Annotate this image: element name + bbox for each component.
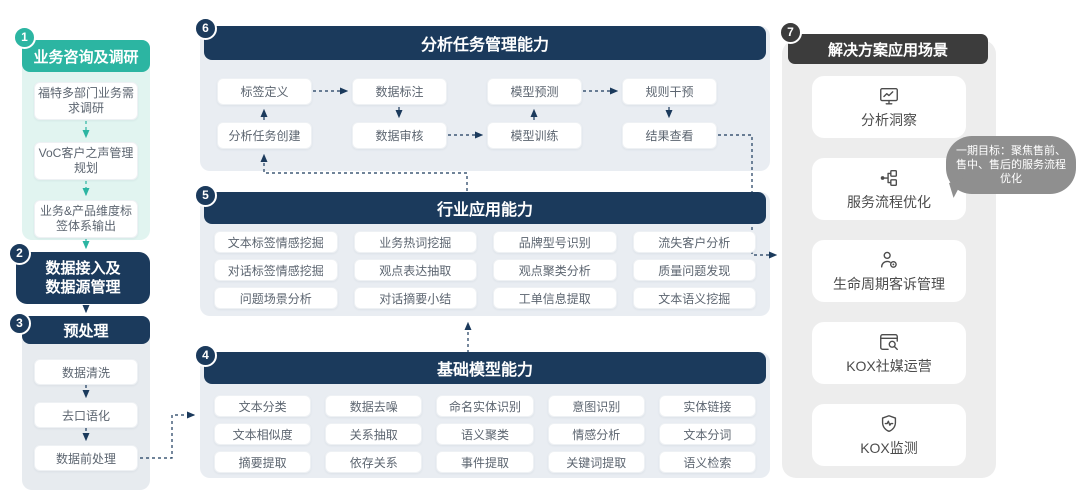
- section-industry-capabilities-header: 行业应用能力: [204, 192, 766, 224]
- section-preprocessing-header: 预处理: [22, 316, 150, 344]
- scenario-label: KOX社媒运营: [846, 357, 932, 374]
- section-data-access-header: 数据接入及 数据源管理: [16, 252, 150, 304]
- capability-box: 观点聚类分析: [493, 259, 617, 281]
- step-box: 业务&产品维度标签体系输出: [34, 200, 138, 238]
- step-box: 数据清洗: [34, 359, 138, 385]
- model-box: 事件提取: [436, 451, 534, 473]
- step-badge-4: 4: [194, 344, 217, 367]
- scenario-card: KOX社媒运营: [812, 322, 966, 384]
- task-box: 模型预测: [487, 78, 582, 105]
- person-gear-icon: [878, 249, 900, 271]
- step-box: VoC客户之声管理规划: [34, 142, 138, 180]
- model-box: 文本相似度: [214, 423, 312, 445]
- scenario-card: KOX监测: [812, 404, 966, 466]
- model-box: 关系抽取: [325, 423, 423, 445]
- capability-box: 问题场景分析: [214, 287, 338, 309]
- task-box: 结果查看: [622, 122, 717, 149]
- capability-box: 文本语义挖掘: [632, 287, 756, 309]
- scenario-card: 分析洞察: [812, 76, 966, 138]
- scenario-card: 生命周期客诉管理: [812, 240, 966, 302]
- shield-monitor-icon: [878, 413, 900, 435]
- model-box: 数据去噪: [325, 395, 423, 417]
- scenario-label: 服务流程优化: [847, 193, 931, 210]
- capability-box: 质量问题发现: [632, 259, 756, 281]
- model-box: 情感分析: [547, 423, 645, 445]
- task-box: 规则干预: [622, 78, 717, 105]
- model-box: 命名实体识别: [436, 395, 534, 417]
- task-box: 模型训练: [487, 122, 582, 149]
- capability-box: 工单信息提取: [493, 287, 617, 309]
- industry-capability-grid: 文本标签情感挖掘 业务热词挖掘 品牌型号识别 流失客户分析 对话标签情感挖掘 观…: [214, 231, 756, 309]
- step-box: 福特多部门业务需求调研: [34, 82, 138, 120]
- capability-box: 对话标签情感挖掘: [214, 259, 338, 281]
- step-badge-1: 1: [13, 26, 36, 49]
- model-box: 关键词提取: [547, 451, 645, 473]
- section-base-model-header: 基础模型能力: [204, 352, 766, 384]
- capability-box: 观点表达抽取: [353, 259, 477, 281]
- section-solution-scenarios-header: 解决方案应用场景: [788, 34, 988, 64]
- base-model-grid: 文本分类 数据去噪 命名实体识别 意图识别 实体链接 文本相似度 关系抽取 语义…: [214, 395, 756, 473]
- capability-box: 业务热词挖掘: [353, 231, 477, 253]
- flow-optimize-icon: [878, 167, 900, 189]
- section-business-consulting-header: 业务咨询及调研: [22, 40, 150, 72]
- capability-box: 品牌型号识别: [493, 231, 617, 253]
- monitor-chart-icon: [878, 85, 900, 107]
- capability-box: 对话摘要小结: [353, 287, 477, 309]
- step-badge-5: 5: [194, 184, 217, 207]
- step-box: 去口语化: [34, 402, 138, 428]
- phase-goal-callout: 一期目标：聚焦售前、售中、售后的服务流程优化: [946, 136, 1076, 194]
- section-task-management-header: 分析任务管理能力: [204, 26, 766, 60]
- step-badge-2: 2: [8, 242, 31, 265]
- model-box: 实体链接: [658, 395, 756, 417]
- task-box: 分析任务创建: [217, 122, 312, 149]
- model-box: 摘要提取: [214, 451, 312, 473]
- step-badge-7: 7: [779, 21, 802, 44]
- task-box: 标签定义: [217, 78, 312, 105]
- model-box: 文本分词: [658, 423, 756, 445]
- model-box: 语义检索: [658, 451, 756, 473]
- model-box: 依存关系: [325, 451, 423, 473]
- scenario-label: KOX监测: [860, 439, 918, 456]
- model-box: 意图识别: [547, 395, 645, 417]
- model-box: 文本分类: [214, 395, 312, 417]
- scenario-label: 分析洞察: [861, 111, 917, 128]
- task-box: 数据审核: [352, 122, 447, 149]
- capability-box: 流失客户分析: [632, 231, 756, 253]
- browser-search-icon: [878, 331, 900, 353]
- scenario-label: 生命周期客诉管理: [833, 275, 945, 292]
- model-box: 语义聚类: [436, 423, 534, 445]
- step-box: 数据前处理: [34, 445, 138, 471]
- capability-box: 文本标签情感挖掘: [214, 231, 338, 253]
- task-box: 数据标注: [352, 78, 447, 105]
- step-badge-6: 6: [194, 17, 217, 40]
- step-badge-3: 3: [8, 312, 31, 335]
